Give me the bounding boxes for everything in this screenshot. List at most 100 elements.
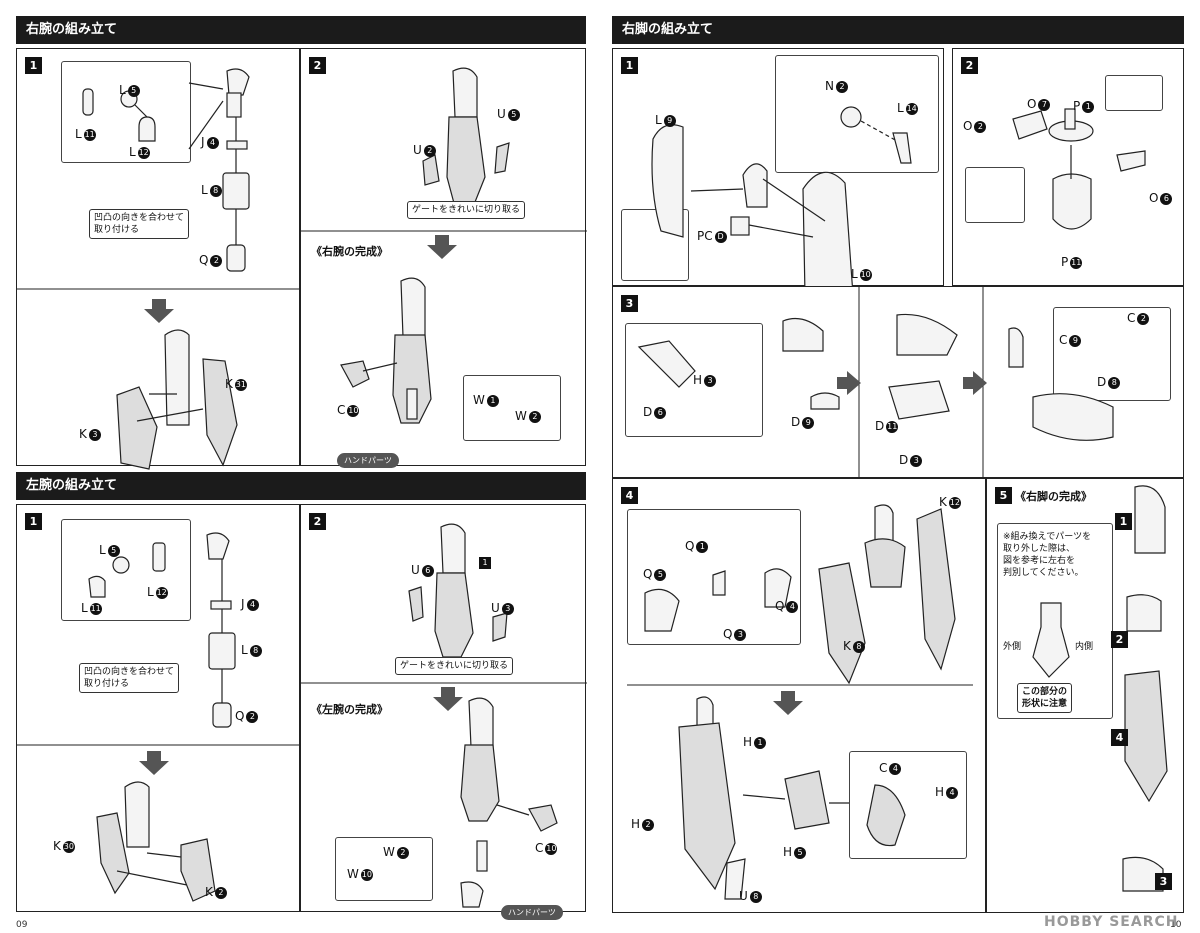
arm-parts-illustration [17,68,301,470]
step-number: 5 [995,487,1012,504]
leg-parts-illustration [651,106,912,296]
complete-label: 《右腕の完成》 [311,245,388,258]
assembly-order-2: 2 [1111,631,1128,648]
step-number: 1 [25,57,42,74]
step-number: 1 [621,57,638,74]
section-title-right-arm: 右腕の組み立て [16,16,586,44]
assembly-order-1: 1 [1115,513,1132,530]
inset-box [61,519,191,621]
inset-box [1105,75,1163,111]
complete-label: 《右脚の完成》 [1015,490,1092,503]
step-number: 1 [25,513,42,530]
part-label: 1 [477,555,491,569]
hand-parts-badge: ハンドパーツ [337,453,399,468]
page-number: 10 [1170,920,1182,930]
arm-parts-illustration [17,532,301,902]
gate-note: ゲートをきれいに切り取る [407,201,526,219]
section-title-left-arm: 左腕の組み立て [16,472,586,500]
step-number: 2 [309,57,326,74]
step-number: 2 [961,57,978,74]
assembly-order-4: 4 [1111,729,1128,746]
outer-side-label: 外側 [1003,642,1022,652]
leg-complete-illustration [1032,485,1168,892]
section-title-right-leg: 右脚の組み立て [612,16,1184,44]
knee-parts-illustration [1012,108,1146,230]
step-number: 3 [621,295,638,312]
swap-note: ※組み換えでパーツを 取り外した際は、 図を参考に左右を 判別してください。 [1003,532,1092,578]
leg-assembly-illustration [627,504,973,900]
assembly-order-3: 3 [1155,873,1172,890]
gate-note: ゲートをきれいに切り取る [395,657,514,675]
panel-right-leg-step5: 5 《右脚の完成》 ※組み換えでパーツを 取り外した際は、 図を参考に左右を 判… [986,478,1184,913]
shape-caution-note: この部分の 形状に注意 [1017,683,1073,713]
inner-side-label: 内側 [1075,642,1094,652]
page-number: 09 [16,920,28,930]
forearm-illustration [301,67,587,424]
alignment-note: 凹凸の向きを合わせて 取り付ける [89,209,190,239]
inset-box [965,167,1025,223]
foot-parts-illustration [637,287,1114,479]
alignment-note: 凹凸の向きを合わせて 取り付ける [79,663,180,693]
step-number: 2 [309,513,326,530]
inset-box [849,751,967,859]
watermark: HOBBY SEARCH [1044,914,1179,930]
